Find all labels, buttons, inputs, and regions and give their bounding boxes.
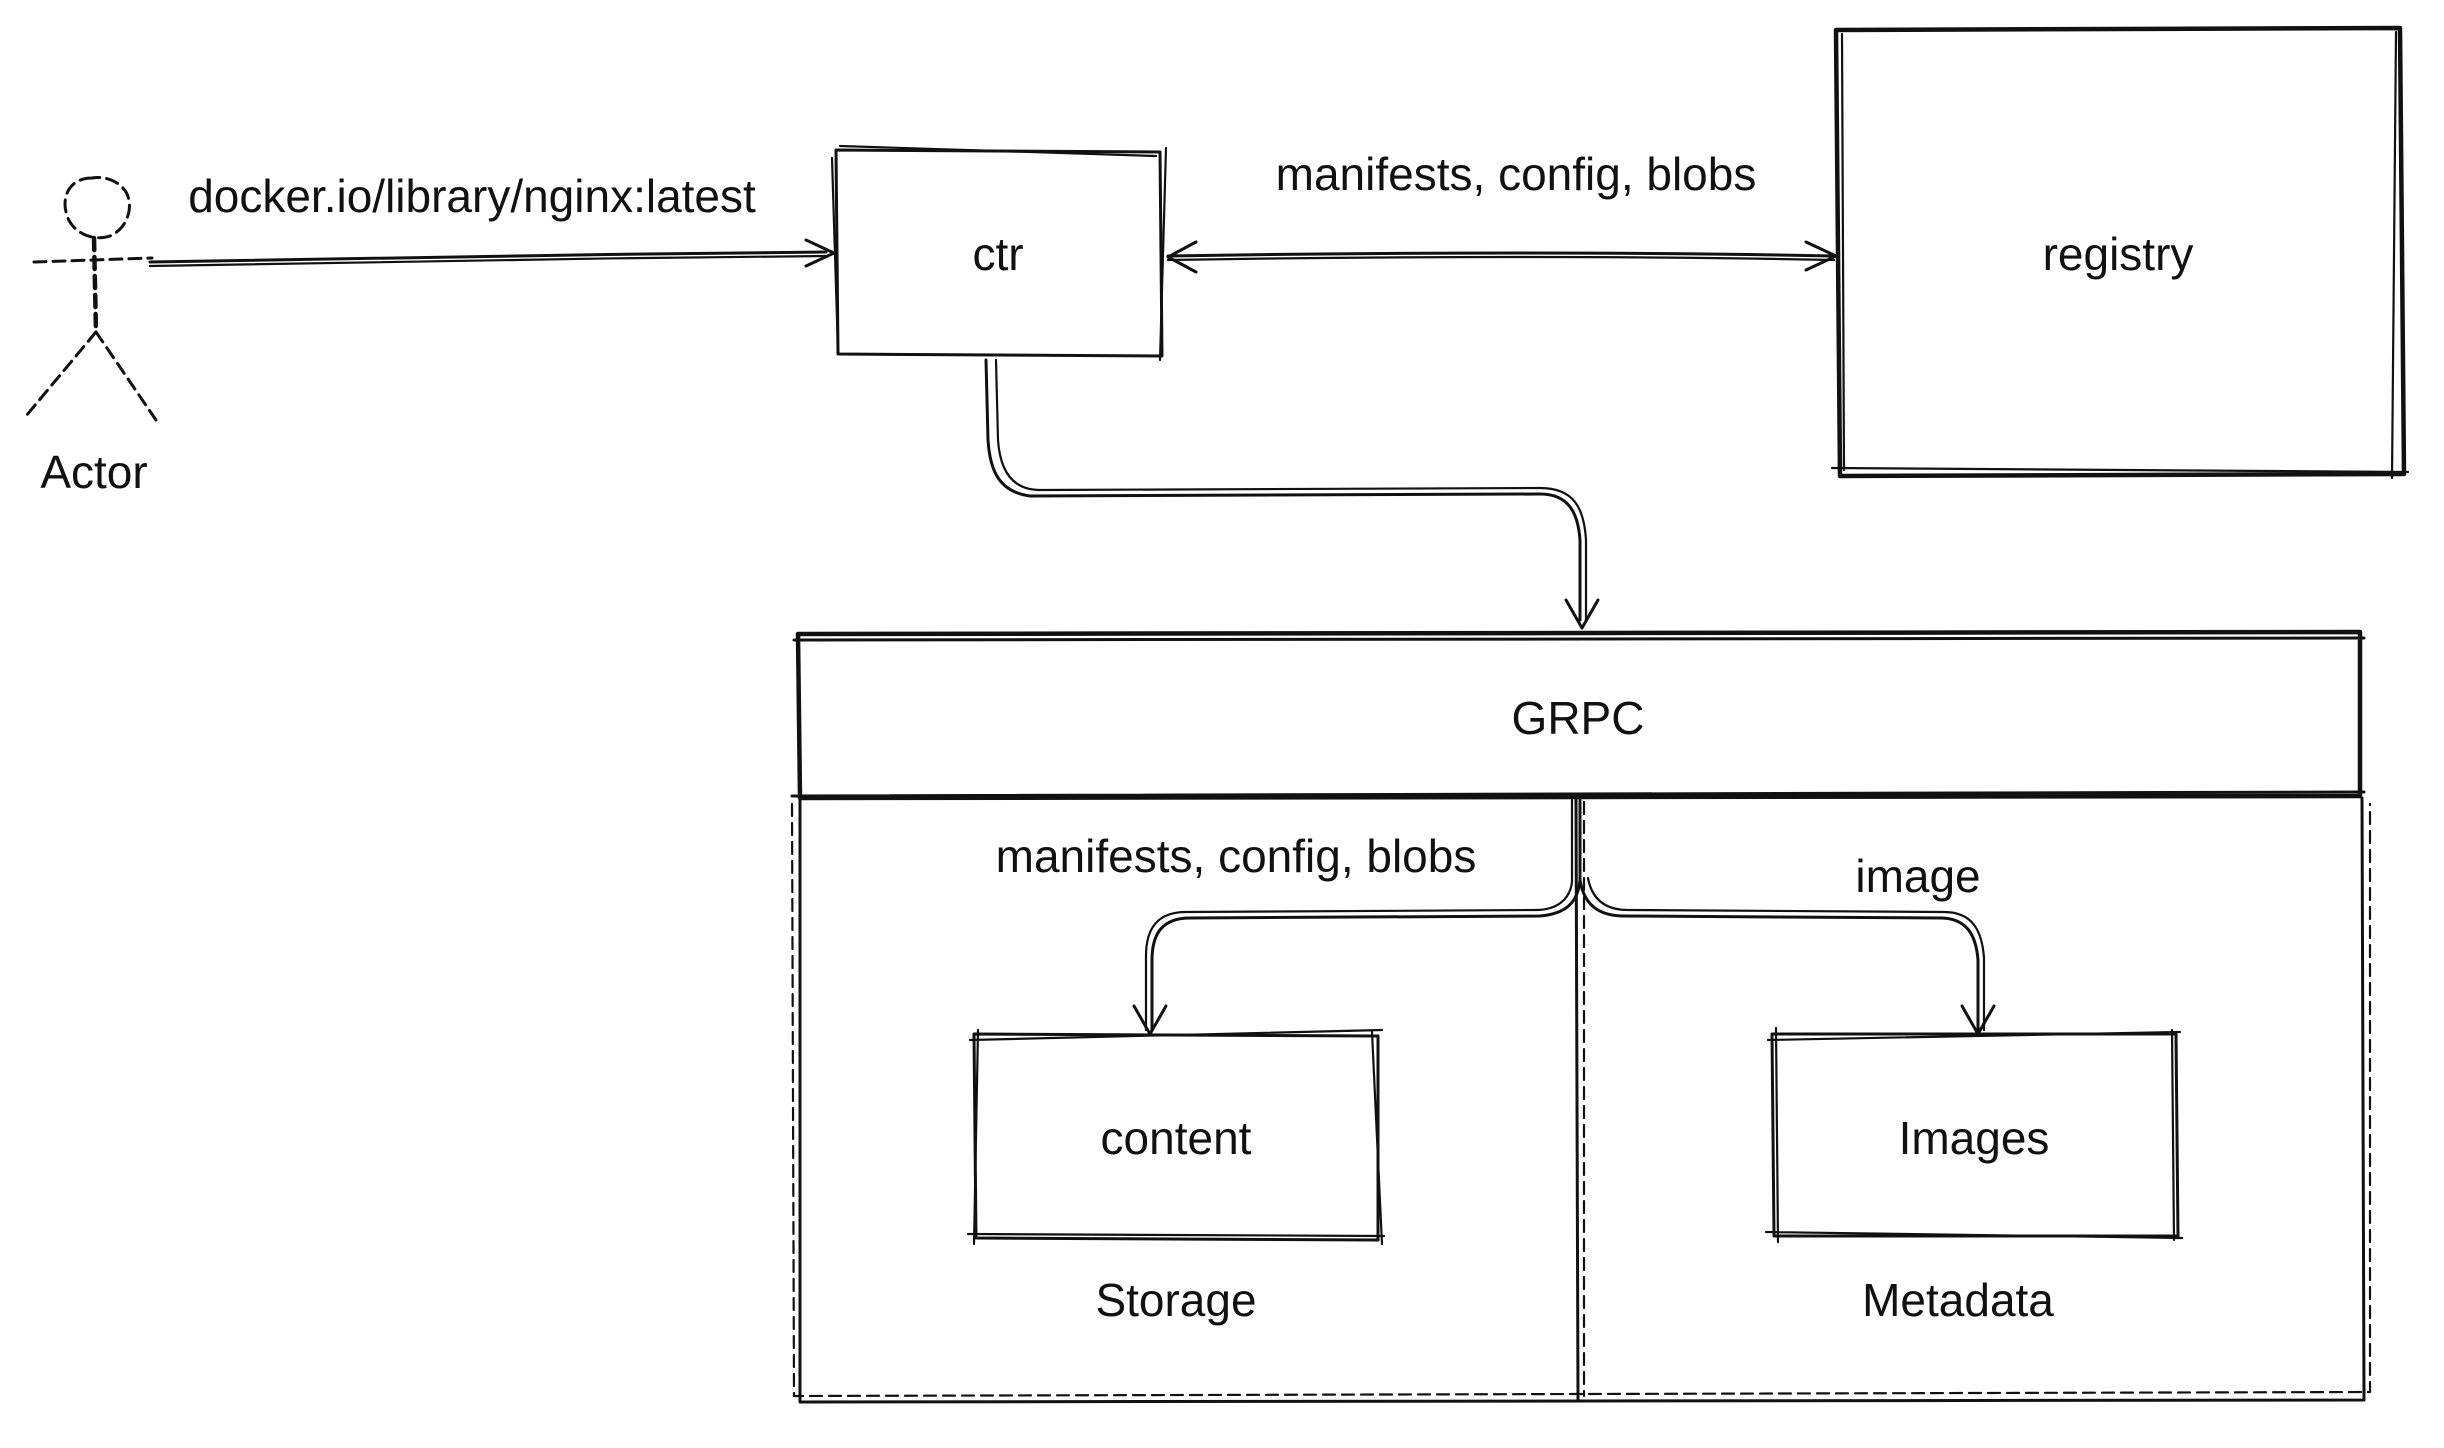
actor-arms [32,256,154,264]
grpc-box [790,629,2366,801]
actor-right-leg [94,330,158,422]
actor-to-ctr-arrow [148,238,836,268]
ctr-box [830,144,1168,362]
edge-label-metadata-image: image [1855,850,1980,902]
arrowhead-down-icon [1132,1004,1168,1036]
metadata-group-label: Metadata [1862,1274,2054,1326]
content-box [966,1028,1386,1246]
images-label: Images [1899,1112,2050,1164]
actor-head [63,176,131,240]
grpc-label: GRPC [1512,692,1645,744]
registry-box [1830,25,2410,480]
actor-label: Actor [40,446,147,498]
arrowhead-down-icon [1564,598,1600,630]
ctr-to-grpc-arrow [984,358,1600,630]
actor-left-leg [24,330,98,418]
images-box [1764,1026,2184,1244]
registry-label: registry [2043,228,2194,280]
storage-group-label: Storage [1095,1274,1256,1326]
storage-metadata-divider [1574,798,1580,1402]
arrowhead-left-icon [1166,240,1198,274]
edge-label-storage-content: manifests, config, blobs [996,830,1477,882]
edge-label-registry-content: manifests, config, blobs [1276,148,1757,200]
actor-figure [24,176,158,422]
ctr-registry-arrow [1166,240,1838,274]
actor-body [91,235,99,335]
backend-container [790,796,2372,1404]
edge-label-image-ref: docker.io/library/nginx:latest [188,170,756,222]
ctr-label: ctr [972,228,1023,280]
content-label: content [1101,1112,1252,1164]
